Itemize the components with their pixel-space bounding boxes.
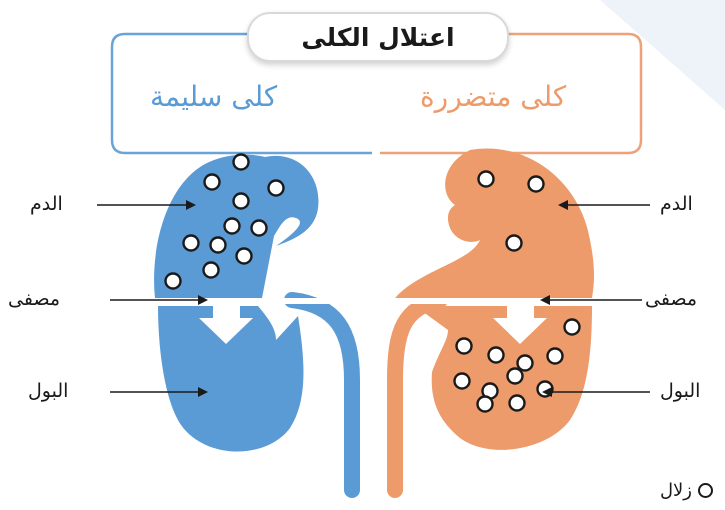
- protein-circle-icon: [508, 369, 523, 384]
- healthy-filter-label: مصفى: [8, 288, 60, 310]
- diagram-title: اعتلال الكلى: [301, 23, 454, 52]
- protein-circle-icon: [252, 221, 267, 236]
- protein-circle-icon: [565, 320, 580, 335]
- protein-circle-icon: [698, 483, 713, 498]
- protein-circle-icon: [507, 236, 522, 251]
- healthy-blood-label: الدم: [30, 193, 63, 215]
- legend: زلال: [660, 480, 713, 501]
- damaged-urine-label: البول: [660, 380, 700, 402]
- protein-circle-icon: [237, 249, 252, 264]
- healthy-heading: كلى سليمة: [150, 80, 277, 113]
- protein-circle-icon: [269, 181, 284, 196]
- damaged-blood-label: الدم: [660, 193, 693, 215]
- damaged-filter-label: مصفى: [645, 288, 697, 310]
- protein-circle-icon: [166, 274, 181, 289]
- background-accent: [600, 0, 725, 110]
- protein-circle-icon: [225, 219, 240, 234]
- legend-protein-label: زلال: [660, 480, 692, 501]
- protein-circle-icon: [478, 397, 493, 412]
- healthy-urine-label: البول: [28, 380, 68, 402]
- protein-circle-icon: [510, 396, 525, 411]
- protein-circle-icon: [489, 348, 504, 363]
- protein-circle-icon: [457, 339, 472, 354]
- protein-circle-icon: [205, 175, 220, 190]
- protein-circle-icon: [234, 155, 249, 170]
- damaged-heading: كلى متضررة: [420, 80, 566, 113]
- title-pill: اعتلال الكلى: [247, 12, 509, 62]
- protein-circle-icon: [184, 236, 199, 251]
- protein-circle-icon: [518, 356, 533, 371]
- protein-circle-icon: [455, 374, 470, 389]
- damaged-kidney: [395, 148, 594, 298]
- protein-circle-icon: [479, 172, 494, 187]
- protein-circle-icon: [529, 177, 544, 192]
- protein-circle-icon: [204, 263, 219, 278]
- protein-circle-icon: [234, 194, 249, 209]
- protein-circle-icon: [548, 349, 563, 364]
- protein-circle-icon: [211, 238, 226, 253]
